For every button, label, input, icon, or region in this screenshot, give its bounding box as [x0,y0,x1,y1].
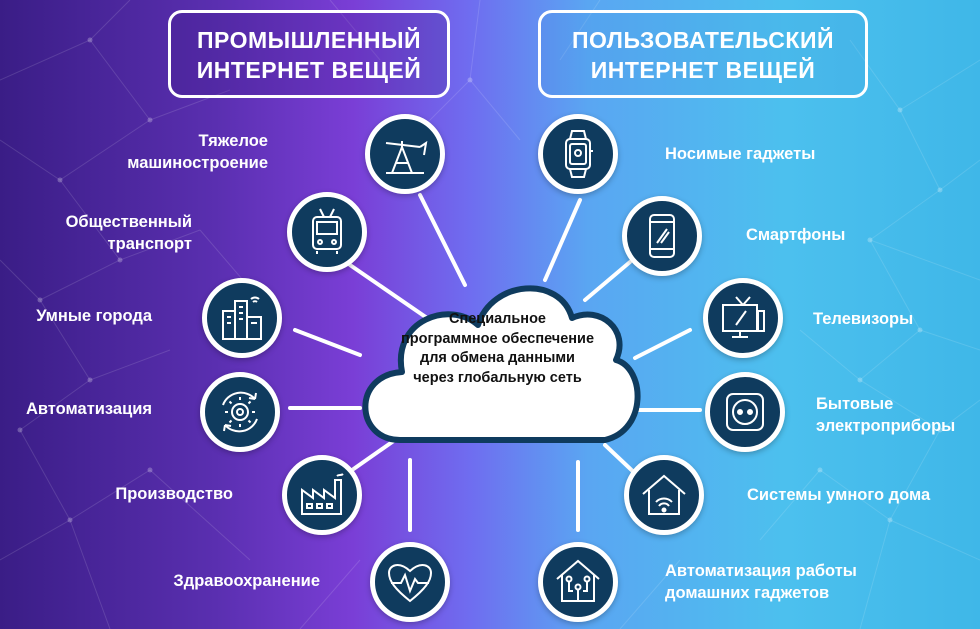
cloud-center-text: Специальное программное обеспечение для … [400,311,595,386]
label-home-gadget-automation: Автоматизация работы домашних гаджетов [665,562,857,602]
home-circuit-icon [538,542,618,622]
label-wearables: Носимые гаджеты [665,145,816,163]
tv-icon [703,278,783,358]
label-heavy-machinery: Тяжелое машиностроение [127,132,268,172]
power-socket-icon [705,372,785,452]
label-smart-cities: Умные города [36,307,152,325]
label-tvs: Телевизоры [813,310,914,328]
label-smartphones: Смартфоны [746,226,846,244]
smartwatch-icon [538,114,618,194]
cloud-shape [362,285,641,443]
smart-home-icon [624,455,704,535]
heart-pulse-icon [370,542,450,622]
label-public-transport: Общественный транспорт [65,213,192,253]
label-manufacturing: Производство [115,485,233,503]
label-home-appliances: Бытовые электроприборы [816,395,956,435]
city-buildings-icon [202,278,282,358]
trolleybus-icon [287,192,367,272]
industrial-iot-header: ПРОМЫШЛЕННЫЙ ИНТЕРНЕТ ВЕЩЕЙ [168,10,450,98]
label-healthcare: Здравоохранение [173,572,320,590]
label-automation: Автоматизация [25,400,152,418]
smartphone-icon [622,196,702,276]
gear-cycle-icon [200,372,280,452]
oil-pump-icon [365,114,445,194]
factory-icon [282,455,362,535]
label-smart-home-systems: Системы умного дома [747,486,931,504]
connector-lines [288,193,702,532]
consumer-iot-header: ПОЛЬЗОВАТЕЛЬСКИЙ ИНТЕРНЕТ ВЕЩЕЙ [538,10,868,98]
